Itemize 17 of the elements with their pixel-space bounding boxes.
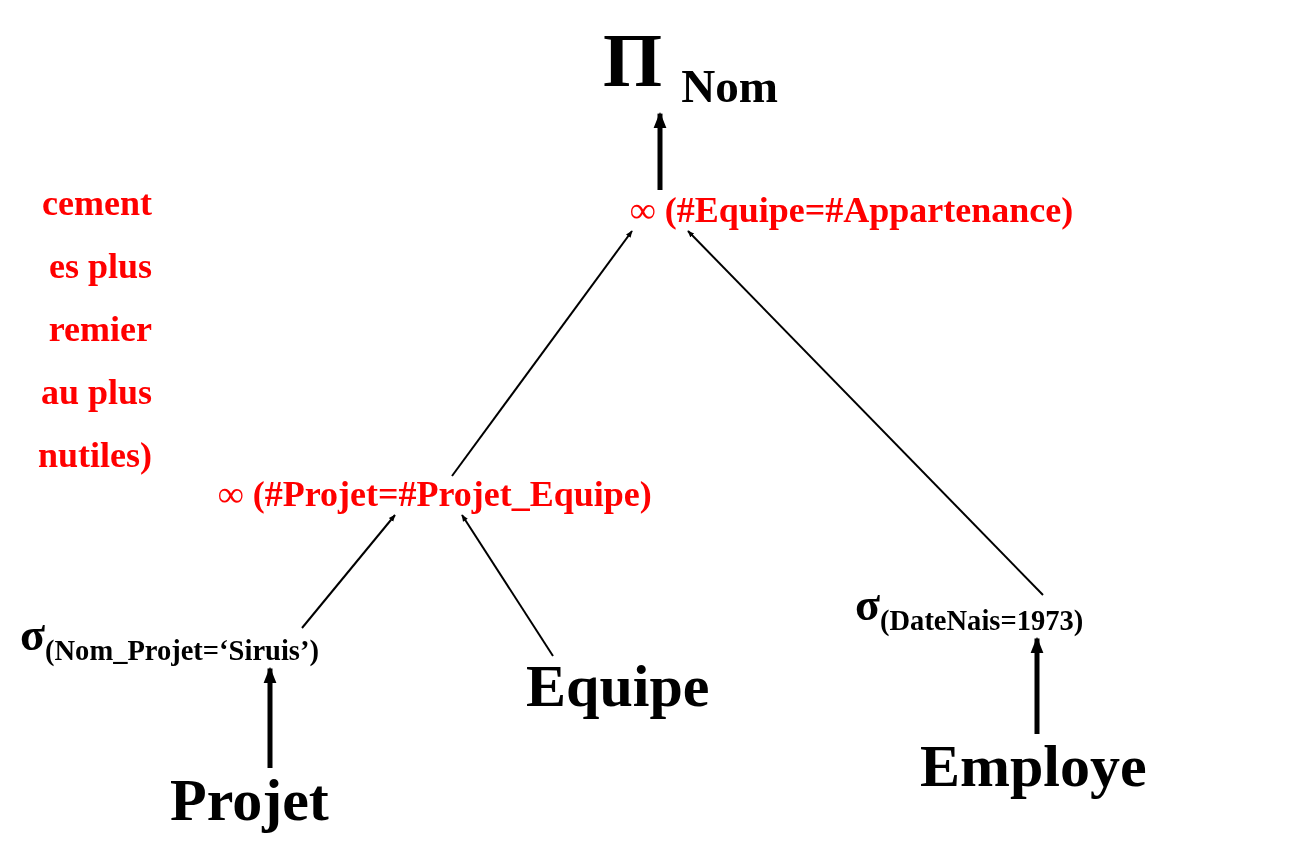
selection-label: σ$_{(DateNais=1973)}$ <box>855 582 1084 636</box>
join-label: ∞ (#Equipe=#Appartenance) <box>630 192 1074 228</box>
note-text: au plus <box>40 374 152 410</box>
join-label: ∞ (#Projet=#Projet_Equipe) <box>218 476 652 512</box>
note-text: nutiles) <box>38 437 152 473</box>
arrow <box>653 112 667 190</box>
selection-label: σ$_{(Nom_Projet=‘Siruis’)}$ <box>20 612 319 666</box>
note-text: cement <box>42 185 152 221</box>
arrow <box>263 666 277 768</box>
arrow <box>451 230 633 477</box>
arrow <box>301 514 396 629</box>
projection-label: Π $_{Nom}$ <box>603 22 778 111</box>
arrow <box>1030 636 1044 734</box>
note-text: remier <box>48 311 152 347</box>
arrow <box>687 230 1044 596</box>
arrow <box>461 514 554 657</box>
note-text: es plus <box>48 248 152 284</box>
